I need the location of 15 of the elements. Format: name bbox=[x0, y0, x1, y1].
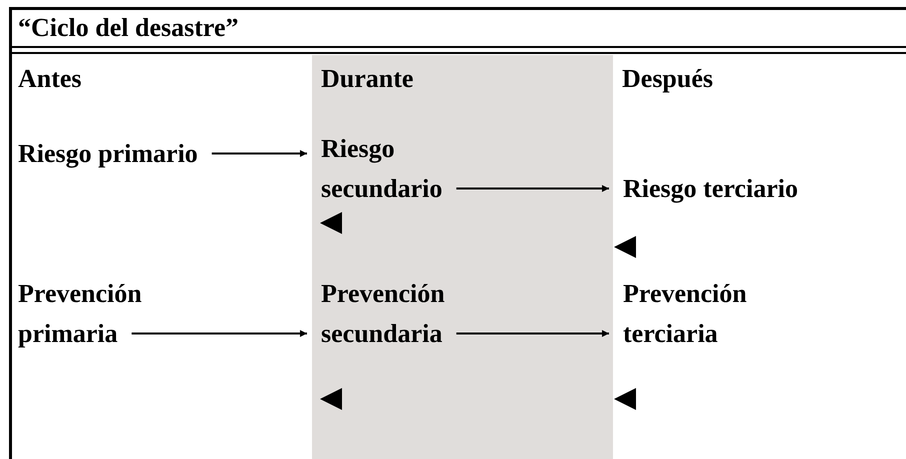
arrow bbox=[456, 330, 609, 337]
table-column bbox=[312, 55, 613, 459]
stage-label: Riesgo terciario bbox=[623, 169, 893, 209]
arrow bbox=[456, 185, 609, 192]
stage-label: Riesgo primario bbox=[18, 134, 308, 174]
column-header: Después bbox=[622, 63, 714, 95]
arrow bbox=[132, 330, 307, 337]
stage-label: Prevención primaria bbox=[18, 274, 168, 354]
stage-label: Prevención terciaria bbox=[623, 274, 793, 354]
stage-label: Riesgo secundario bbox=[321, 129, 501, 209]
column-header: Durante bbox=[321, 63, 414, 95]
column-header: Antes bbox=[18, 63, 82, 95]
arrow bbox=[212, 150, 307, 157]
diagram-title: “Ciclo del desastre” bbox=[18, 12, 238, 44]
stage-label: Prevención secundaria bbox=[321, 274, 491, 354]
